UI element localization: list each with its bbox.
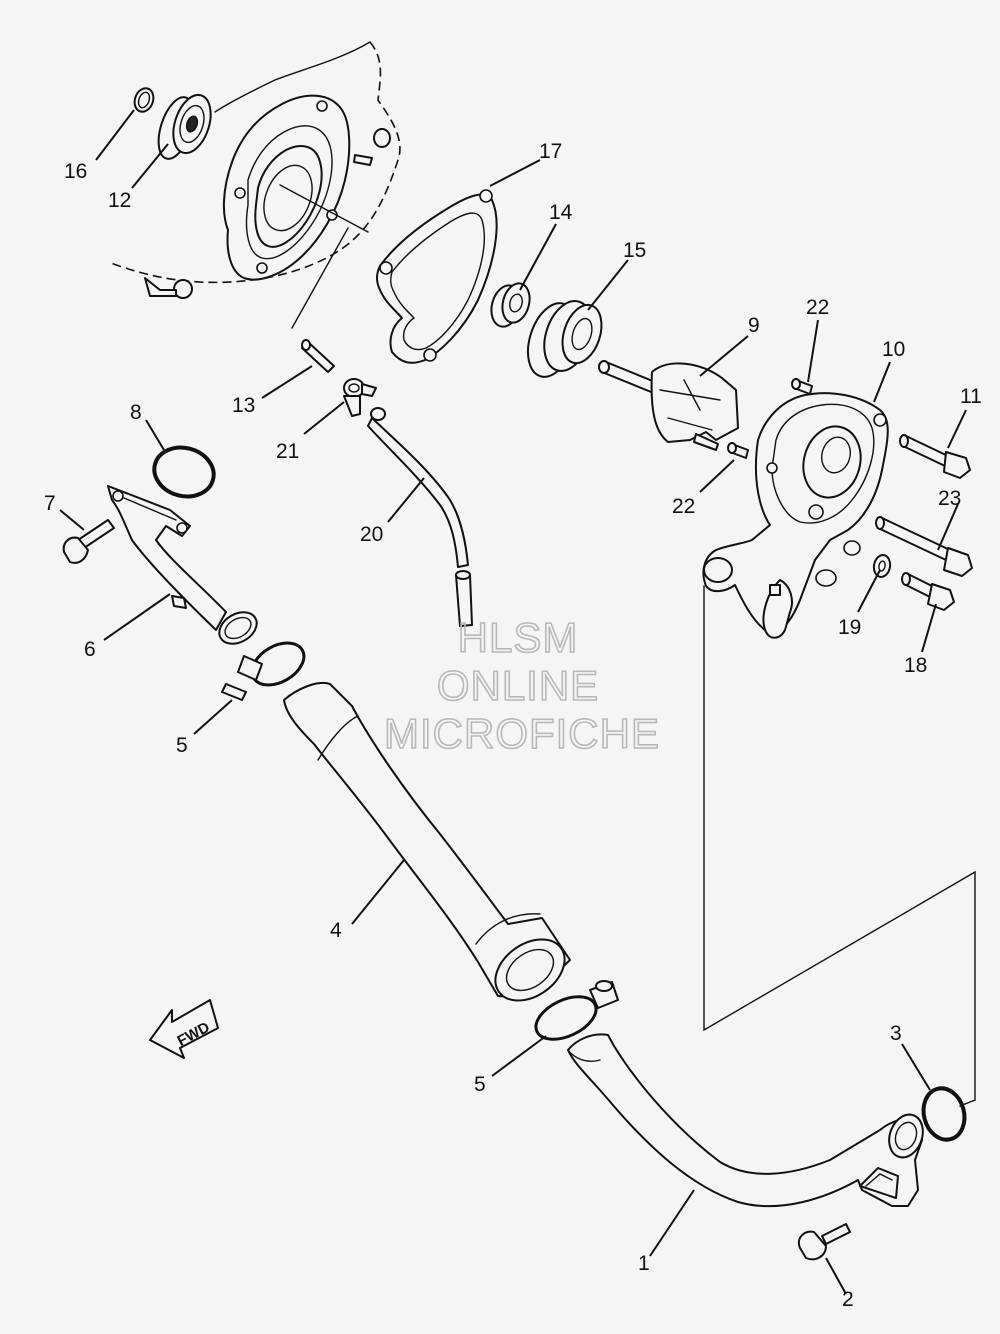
label-17: 17 [539, 140, 562, 163]
impeller-shaft-9 [598, 360, 739, 451]
label-23: 23 [938, 487, 961, 510]
hose-clip-21 [343, 378, 377, 417]
label-22-bottom: 22 [672, 495, 695, 518]
gasket-17 [376, 189, 498, 364]
oil-seal-14 [490, 282, 531, 328]
label-8: 8 [130, 401, 142, 424]
label-5-lower: 5 [474, 1073, 486, 1096]
watermark: HLSM ONLINE MICROFICHE [383, 613, 660, 758]
label-5-upper: 5 [176, 734, 188, 757]
watermark-line-2: ONLINE [437, 662, 599, 709]
part-labels: 16 12 17 14 15 9 22 10 11 22 23 19 18 13… [44, 140, 982, 1311]
label-12: 12 [108, 189, 131, 212]
o-ring-8 [152, 445, 216, 499]
label-15: 15 [623, 239, 646, 262]
bolt-11 [899, 434, 971, 479]
watermark-line-3: MICROFICHE [384, 710, 660, 757]
label-4: 4 [330, 919, 342, 942]
bolt-2 [798, 1223, 851, 1261]
dowel-pin-22a [791, 378, 813, 395]
pump-housing-10 [702, 392, 889, 639]
circlip-16 [133, 87, 155, 113]
hose-clamp-5-upper [221, 641, 306, 701]
label-2: 2 [842, 1288, 854, 1311]
mechanical-seal-15 [527, 300, 603, 378]
label-9: 9 [748, 314, 760, 337]
washer-19 [872, 554, 892, 578]
label-20: 20 [360, 523, 383, 546]
label-10: 10 [882, 338, 905, 361]
label-6: 6 [84, 638, 96, 661]
leader-lines [59, 109, 967, 1295]
label-19: 19 [838, 616, 861, 639]
hose-4 [283, 682, 571, 1002]
watermark-line-1: HLSM [458, 614, 579, 661]
label-13: 13 [232, 394, 255, 417]
label-7: 7 [44, 492, 56, 515]
bearing-12 [157, 93, 212, 160]
label-18: 18 [904, 654, 927, 677]
bolt-23 [875, 516, 973, 577]
hose-20 [367, 407, 473, 627]
label-11: 11 [960, 385, 982, 408]
label-14: 14 [549, 201, 573, 224]
fwd-arrow: FWD [149, 999, 219, 1059]
label-3: 3 [890, 1022, 902, 1045]
label-1: 1 [638, 1252, 650, 1275]
o-ring-3 [921, 1086, 967, 1142]
alignment-lines [279, 184, 976, 1107]
water-pipe-1 [567, 1033, 924, 1208]
outlet-pipe-6 [107, 485, 258, 645]
label-16: 16 [64, 160, 87, 183]
bolt-18 [901, 572, 955, 611]
dowel-pin-22b [727, 442, 749, 459]
pin-13 [301, 339, 335, 373]
hose-clamp-5-lower [534, 980, 619, 1041]
label-21: 21 [276, 440, 299, 463]
crankcase-cover [107, 41, 401, 299]
bolt-7 [62, 519, 115, 564]
label-22-top: 22 [806, 296, 829, 319]
